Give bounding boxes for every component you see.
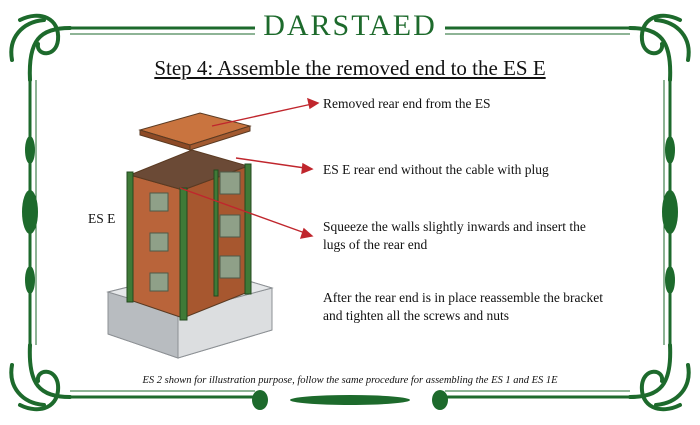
- rear-end-panel: [138, 112, 252, 151]
- callout-rear-end-without-cable: ES E rear end without the cable with plu…: [323, 162, 549, 177]
- callout-reassemble-bracket: After the rear end is in place reassembl…: [323, 290, 603, 323]
- callout-removed-rear-end: Removed rear end from the ES: [323, 96, 491, 111]
- callout-squeeze-walls: Squeeze the walls slightly inwards and i…: [323, 219, 586, 252]
- unit-label: ES E: [88, 211, 116, 226]
- page-title: Step 4: Assemble the removed end to the …: [154, 56, 546, 80]
- brand-logo: DARSTAED: [263, 9, 437, 42]
- illustration-note: ES 2 shown for illustration purpose, fol…: [142, 375, 558, 386]
